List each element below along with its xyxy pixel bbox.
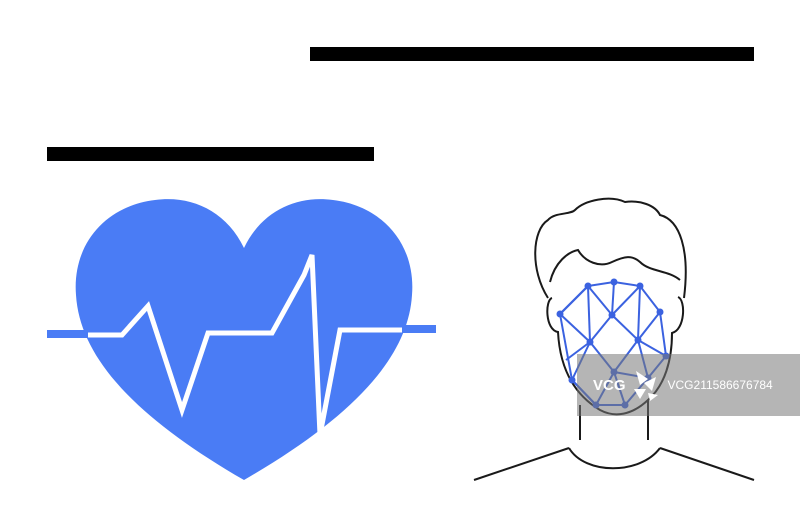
heart-pulse-icon <box>47 199 436 480</box>
collar <box>568 447 661 470</box>
hair-outline <box>534 197 687 299</box>
face-recognition-icon <box>473 197 755 481</box>
pulse-baseline-right <box>392 325 436 333</box>
watermark-logo: VCG <box>593 367 660 403</box>
heart-shape <box>75 199 413 480</box>
hair-inner <box>549 248 681 283</box>
watermark: VCG VCG211586676784 <box>577 354 800 416</box>
watermark-code: VCG211586676784 <box>667 378 773 392</box>
subtitle-placeholder-bar <box>47 147 374 161</box>
watermark-mark-icon <box>633 371 658 401</box>
pulse-baseline-left <box>47 330 117 338</box>
title-placeholder-bar <box>310 47 754 61</box>
watermark-logo-text: VCG <box>593 376 626 394</box>
shoulder-left <box>473 447 570 481</box>
pulse-line <box>88 254 402 436</box>
shoulder-right <box>659 447 755 481</box>
